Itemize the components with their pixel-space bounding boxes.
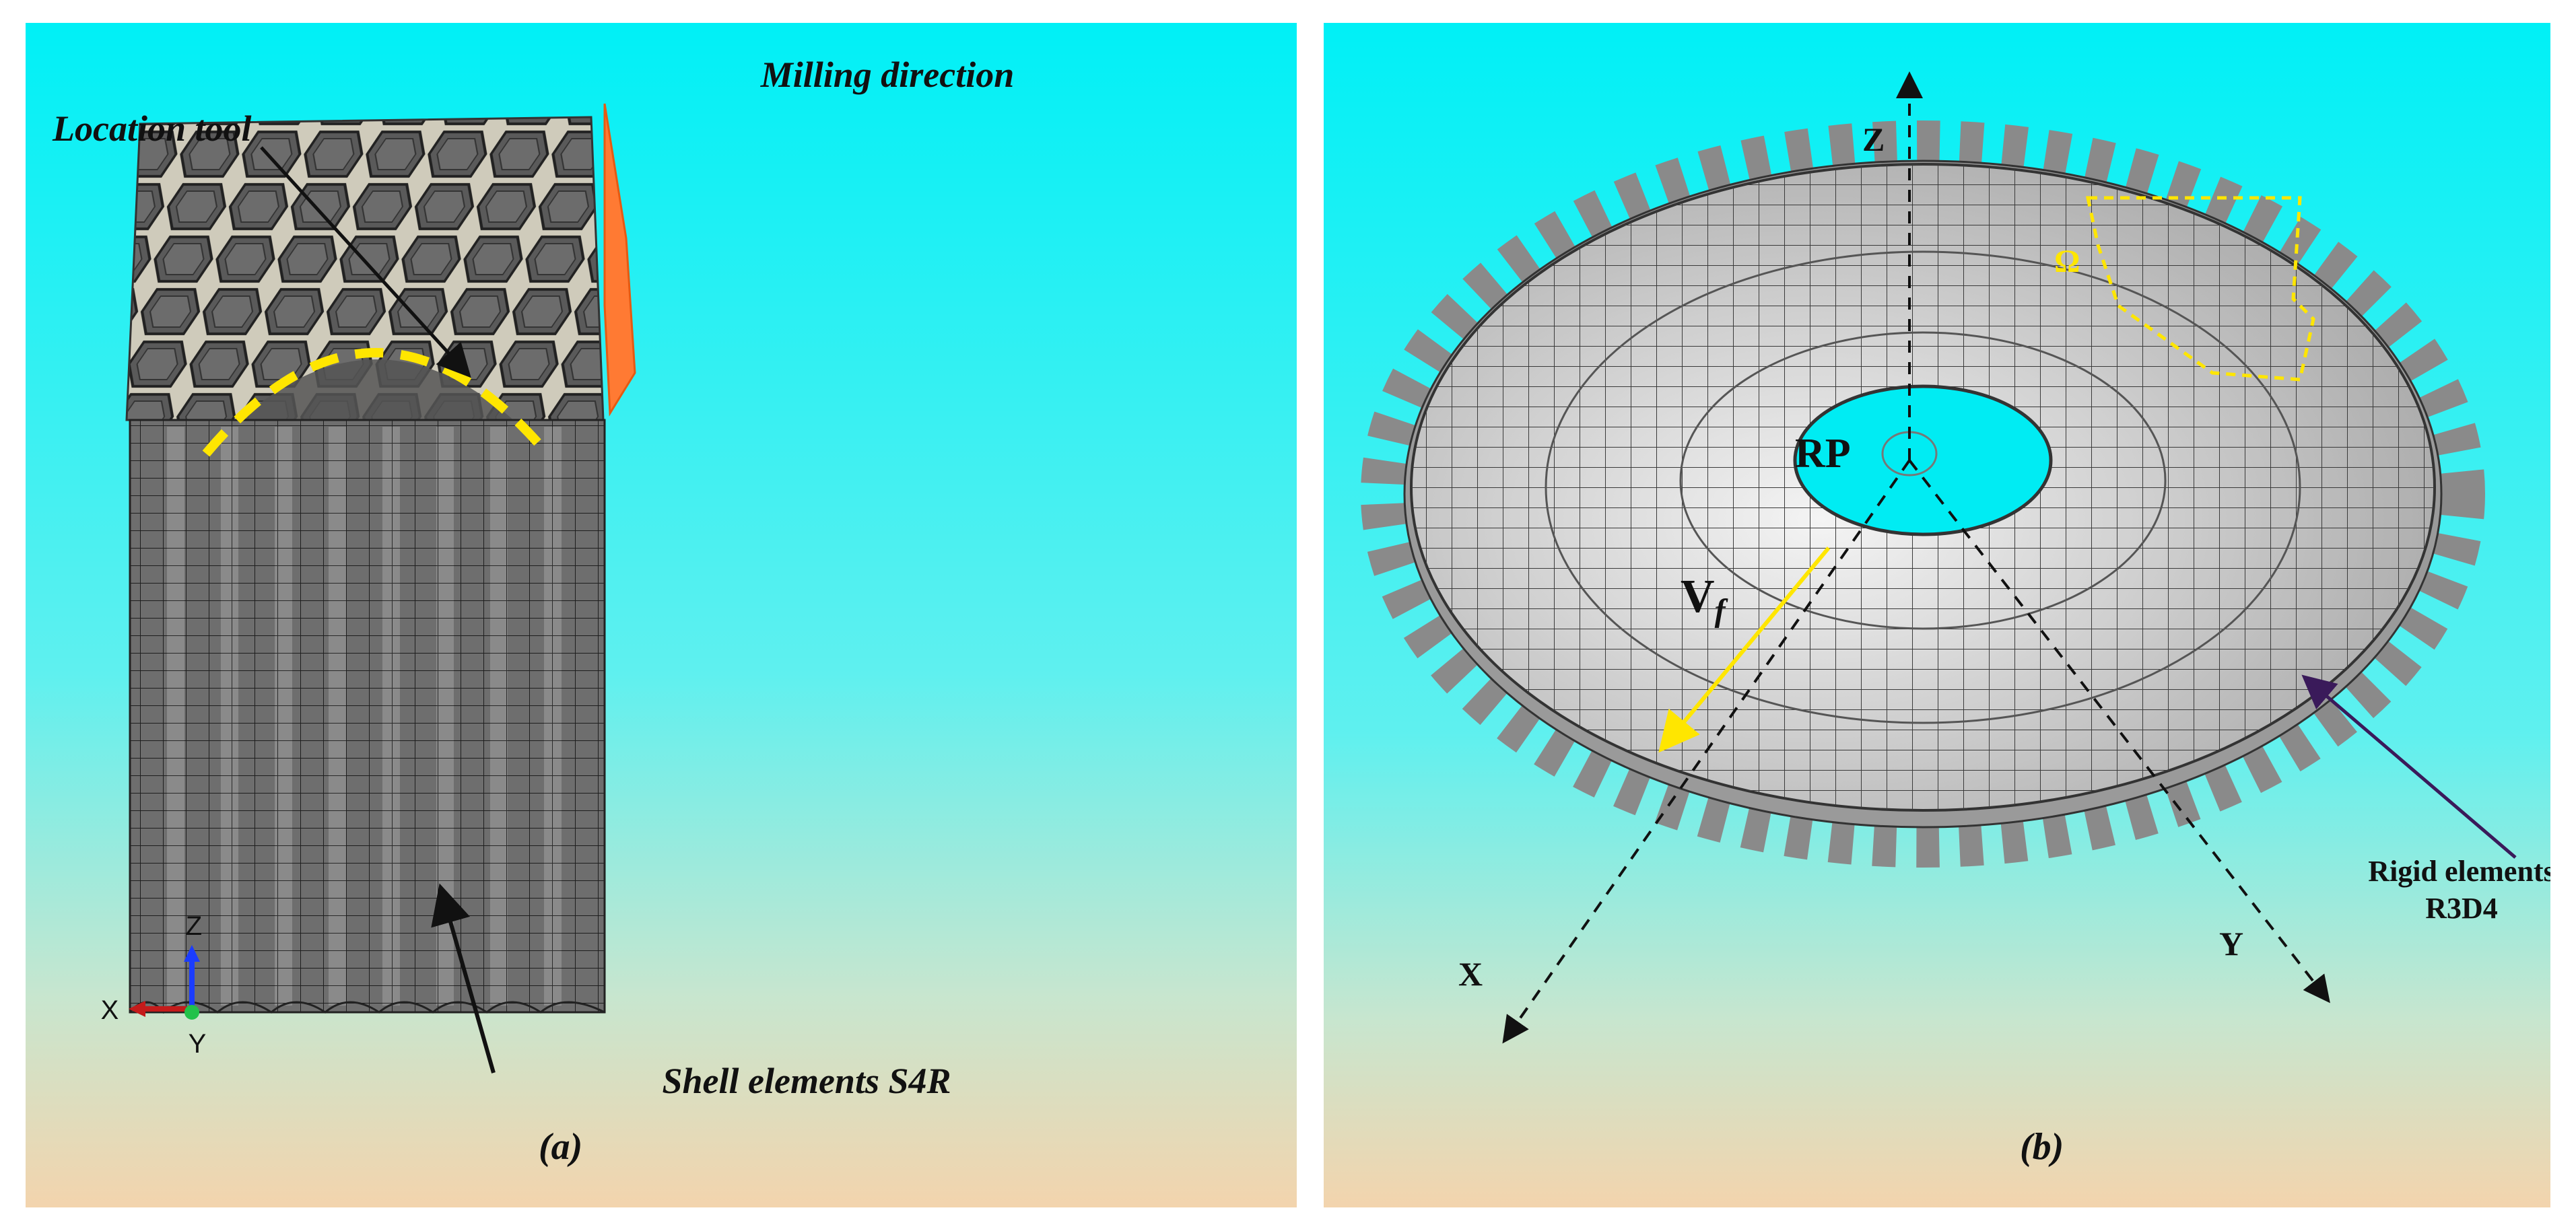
location-tool-arc bbox=[202, 348, 551, 457]
caption-b: (b) bbox=[2020, 1126, 2064, 1168]
shell-elements-label: Shell elements S4R bbox=[662, 1061, 951, 1101]
wall-corrugations bbox=[167, 427, 562, 1006]
panel-a-scene: Milling direction Location tool Shell el… bbox=[26, 23, 1297, 1207]
center-hole bbox=[1793, 384, 2053, 536]
panel-b-cutter: Z X Y RP Ω Vf Rigid elements R3D4 bbox=[1324, 23, 2550, 1207]
rp-label: RP bbox=[1795, 431, 1851, 477]
omega-region bbox=[2085, 196, 2315, 382]
axis-y-label: Y bbox=[2219, 925, 2243, 962]
rigid-elements-label-line1: Rigid elements bbox=[2368, 855, 2550, 888]
axis-z-label: Z bbox=[1862, 120, 1885, 158]
feed-velocity-label: Vf bbox=[1681, 571, 1728, 629]
panel-a-honeycomb: Milling direction Location tool Shell el… bbox=[26, 23, 1297, 1207]
panel-b-scene: Z X Y RP Ω Vf Rigid elements R3D4 bbox=[1324, 23, 2550, 1207]
rigid-elements-label-line2: R3D4 bbox=[2425, 892, 2498, 925]
feed-velocity-arrow bbox=[1658, 547, 1831, 753]
coordinate-triad: Z X Y bbox=[101, 911, 207, 1059]
axis-x-label: X bbox=[1458, 955, 1483, 993]
location-tool-label: Location tool bbox=[52, 108, 252, 149]
rigid-elements-leader bbox=[2301, 674, 2517, 859]
milling-direction-label: Milling direction bbox=[760, 55, 1015, 95]
triad-y-label: Y bbox=[189, 1029, 207, 1059]
milling-direction-arrow bbox=[603, 103, 636, 417]
honeycomb-front-wall bbox=[129, 419, 606, 1014]
triad-x-label: X bbox=[101, 995, 119, 1025]
omega-label: Ω bbox=[2054, 244, 2080, 279]
shell-elements-leader bbox=[431, 883, 496, 1074]
triad-z-label: Z bbox=[186, 911, 202, 941]
axis-y-line bbox=[1908, 459, 2330, 1004]
axis-x-line bbox=[1502, 459, 1911, 1044]
caption-a: (a) bbox=[539, 1126, 583, 1168]
location-tool-leader bbox=[260, 146, 471, 378]
